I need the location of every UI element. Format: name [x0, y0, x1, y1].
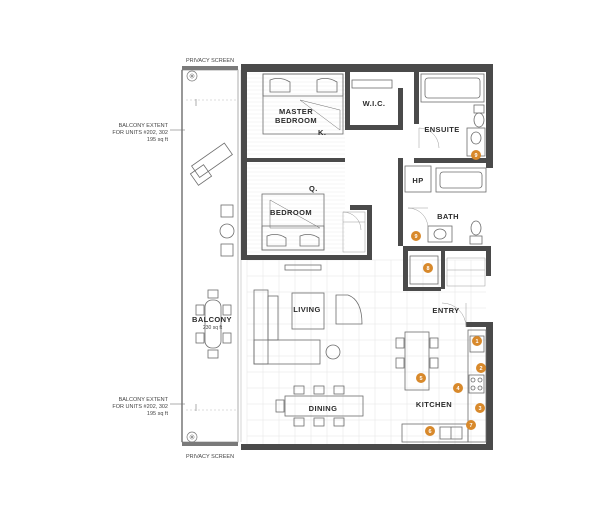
kitchen-counter-icon [401, 329, 487, 443]
master-bedroom-label-line2: BEDROOM [275, 116, 317, 125]
entry-door-swing [441, 302, 467, 328]
washer-dryer-icon [409, 255, 439, 285]
privacy-screen-bottom [182, 431, 238, 446]
living-label: LIVING [293, 305, 320, 314]
ensuite-label: ENSUITE [424, 125, 459, 134]
balcony-extent-bottom-line2: FOR UNITS #202, 302 [112, 404, 168, 410]
badge-9b: 9 [411, 231, 421, 241]
svg-text:9: 9 [474, 153, 477, 159]
master-bed-size-label: K. [318, 128, 326, 137]
coffee-table-icon [291, 292, 325, 330]
cooktop-icon [468, 374, 485, 394]
badge-6: 6 [425, 426, 435, 436]
balcony-area-label: 230 sq ft [203, 325, 223, 331]
bath-sink-icon [427, 225, 453, 243]
privacy-screen-bottom-label: PRIVACY SCREEN [186, 454, 234, 460]
svg-text:4: 4 [456, 386, 460, 392]
plant-icon [186, 70, 198, 82]
balcony-extent-bottom-line3: 195 sq ft [147, 411, 169, 417]
balcony-label: BALCONY [192, 315, 232, 324]
bath-toilet-icon [469, 220, 483, 245]
balcony-extent-markers [170, 99, 197, 411]
balcony-dining-set-icon [195, 289, 232, 359]
bedroom-bed-size-label: Q. [309, 184, 318, 193]
sofa-icon [253, 289, 321, 365]
badge-1: 1 [472, 336, 482, 346]
balcony-chairs-icon [219, 204, 235, 257]
kitchen-sink-icon [439, 426, 463, 440]
master-bedroom-label-line1: MASTER [279, 107, 313, 116]
privacy-screen-top [182, 66, 238, 82]
wic-label: W.I.C. [363, 99, 386, 108]
side-table-icon [325, 344, 341, 360]
privacy-screen-top-label: PRIVACY SCREEN [186, 58, 234, 64]
lounge-chair-icon [189, 142, 233, 186]
ensuite-tub-icon [420, 73, 485, 103]
walls [241, 64, 493, 450]
master-bed-icon [262, 73, 344, 135]
balcony-extent-top-line3: 195 sq ft [147, 137, 169, 143]
bedroom-bed-icon [261, 193, 325, 251]
svg-text:3: 3 [478, 406, 481, 412]
bath-label: BATH [437, 212, 459, 221]
bath-door-swing [407, 207, 429, 229]
balcony-extent-top-line2: FOR UNITS #202, 302 [112, 130, 168, 136]
hp-label: HP [412, 176, 423, 185]
svg-text:7: 7 [469, 423, 472, 429]
kitchen-label: KITCHEN [416, 400, 452, 409]
bedroom-label: BEDROOM [270, 208, 312, 217]
hp-closet-icon [404, 165, 432, 193]
badge-2: 2 [476, 363, 486, 373]
svg-text:9: 9 [414, 234, 417, 240]
master-dresser-icon [351, 79, 393, 89]
badge-3: 3 [475, 403, 485, 413]
svg-text:2: 2 [479, 366, 482, 372]
bath-tub-icon [435, 167, 487, 193]
badge-9a: 9 [471, 150, 481, 160]
bedroom-closet-door [342, 211, 366, 253]
tiled-floor [246, 259, 486, 444]
svg-text:5: 5 [419, 376, 422, 382]
svg-text:6: 6 [428, 429, 431, 435]
ensuite-toilet-icon [473, 104, 485, 128]
svg-text:8: 8 [426, 266, 429, 272]
appliance-badges: 1 2 3 4 5 6 7 8 9 9 [411, 150, 486, 436]
kitchen-island-icon [395, 331, 439, 391]
badge-8: 8 [423, 263, 433, 273]
badge-4: 4 [453, 383, 463, 393]
plan-labels: PRIVACY SCREEN PRIVACY SCREEN BALCONY EX… [112, 58, 459, 460]
badge-7: 7 [466, 420, 476, 430]
balcony-extent-top-line1: BALCONY EXTENT [119, 123, 169, 129]
balcony-extent-bottom-line1: BALCONY EXTENT [119, 397, 169, 403]
dining-label: DINING [309, 404, 338, 413]
tv-console-icon [284, 264, 322, 271]
plant-icon [186, 431, 198, 443]
bedroom-floor-lines [247, 73, 345, 253]
entry-closet-doors [446, 257, 486, 287]
svg-text:1: 1 [475, 339, 478, 345]
badge-5: 5 [416, 373, 426, 383]
dining-table-icon [275, 385, 364, 427]
entry-label: ENTRY [432, 306, 459, 315]
ensuite-door-swing [418, 127, 440, 149]
armchair-icon [335, 294, 363, 325]
